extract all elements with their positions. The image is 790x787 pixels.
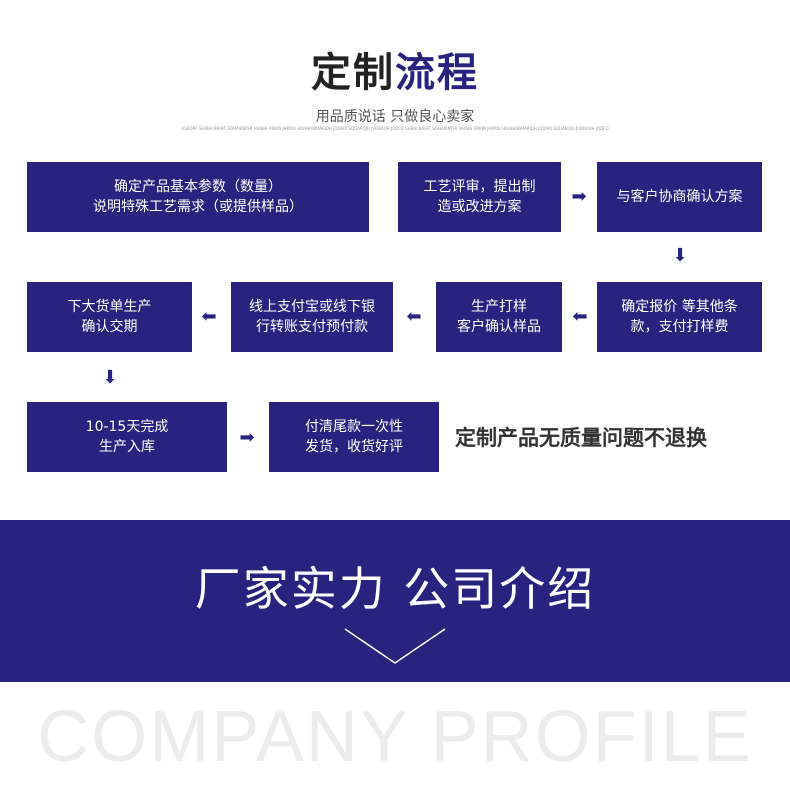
step-2-box: 工艺评审，提出制 造或改进方案 (398, 162, 561, 232)
no-return-note: 定制产品无质量问题不退换 (455, 426, 707, 450)
step-9-box: 付清尾款一次性 发货，收货好评 (269, 402, 439, 472)
arrow-down-icon: ⬇ (672, 245, 688, 266)
step-3-box: 与客户协商确认方案 (597, 162, 762, 232)
subtitle: 用品质说话 只做良心卖家 (315, 109, 475, 125)
step-6-box: 线上支付宝或线下银 行转账支付预付款 (231, 282, 393, 352)
step-5-box: 生产打样 客户确认样品 (436, 282, 562, 352)
page-title: 定制流程 (0, 40, 790, 98)
arrow-left-icon: ⬅ (201, 306, 217, 327)
arrow-right-icon: ➡ (239, 427, 255, 448)
company-profile-watermark: COMPANY PROFILE (37, 697, 753, 777)
chevron-down-icon (344, 628, 446, 664)
step-4-box: 确定报价 等其他条 款，支付打样费 (597, 282, 762, 352)
arrow-right-icon: ➡ (571, 186, 587, 207)
decorative-fineprint: USBORF SHIBHI BRIHT SOHAIRNTHI IARNIH AR… (181, 126, 609, 131)
company-intro-band (0, 520, 790, 682)
band-title: 厂家实力 公司介绍 (194, 562, 596, 616)
step-8-box: 10-15天完成 生产入库 (27, 402, 227, 472)
arrow-down-icon: ⬇ (102, 367, 118, 388)
title-part-1: 定制 (311, 50, 395, 96)
title-part-2: 流程 (395, 50, 479, 96)
step-1-box: 确定产品基本参数（数量） 说明特殊工艺需求（或提供样品） (27, 162, 369, 232)
arrow-left-icon: ⬅ (406, 306, 422, 327)
arrow-left-icon: ⬅ (572, 306, 588, 327)
step-7-box: 下大货单生产 确认交期 (27, 282, 192, 352)
